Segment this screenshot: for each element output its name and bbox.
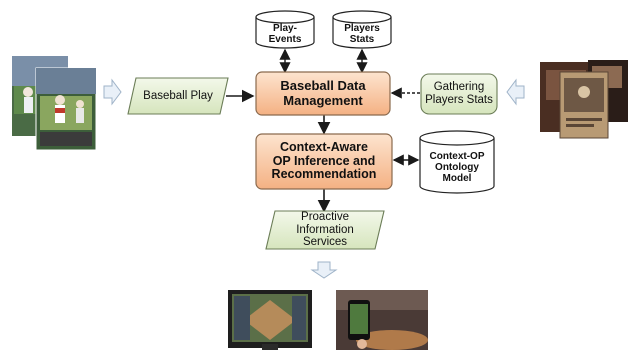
monitor-screen-image [228,290,312,350]
inference-box [255,133,393,190]
smartphone-stadium-image [336,290,428,350]
inference-label: Context-Aware OP Inference and Recommend… [256,134,392,189]
proactive-line2: Services [302,236,348,249]
proactive-services-box [265,210,385,250]
baseball-play-text: Baseball Play [143,89,213,102]
data-management-box [255,71,391,116]
proactive-line1: Proactive Information [296,211,354,236]
play-events-db [255,10,315,49]
gathering-stats-label: Gathering Players Stats [421,74,497,114]
inference-line1: Context-Aware [280,139,368,154]
players-stats-label: Players Stats [333,20,391,48]
play-events-line1: Play- [273,23,297,34]
data-management-line1: Baseball Data [280,78,366,94]
output-arrow-down [310,261,338,279]
play-events-line2: Events [268,34,302,45]
baseball-play-photos [12,56,97,151]
input-arrow-left [103,78,122,106]
gathering-stats-line2: Players Stats [425,94,493,106]
input-arrow-right [506,78,525,106]
players-stats-db [332,10,392,49]
gathering-stats-box [420,73,498,115]
play-events-label: Play- Events [256,20,314,48]
baseball-play-box [127,77,229,115]
baseball-play-label: Baseball Play [132,78,224,114]
gathering-stats-line1: Gathering [433,81,485,94]
players-stats-line1: Players [344,23,380,34]
ontology-line2: Ontology [435,161,479,173]
ontology-line3: Model [442,172,472,184]
proactive-services-label: Proactive Information Services [271,211,379,249]
data-management-label: Baseball Data Management [256,72,390,115]
inference-line3: Recommendation [271,167,377,182]
ontology-label: Context-OP Ontology Model [420,146,494,188]
players-stats-line2: Stats [349,34,375,45]
data-management-line2: Management [283,92,363,108]
ontology-line1: Context-OP [429,150,485,162]
inference-line2: OP Inference and [272,153,376,168]
players-stats-cards [540,60,628,139]
ontology-db [419,130,495,194]
